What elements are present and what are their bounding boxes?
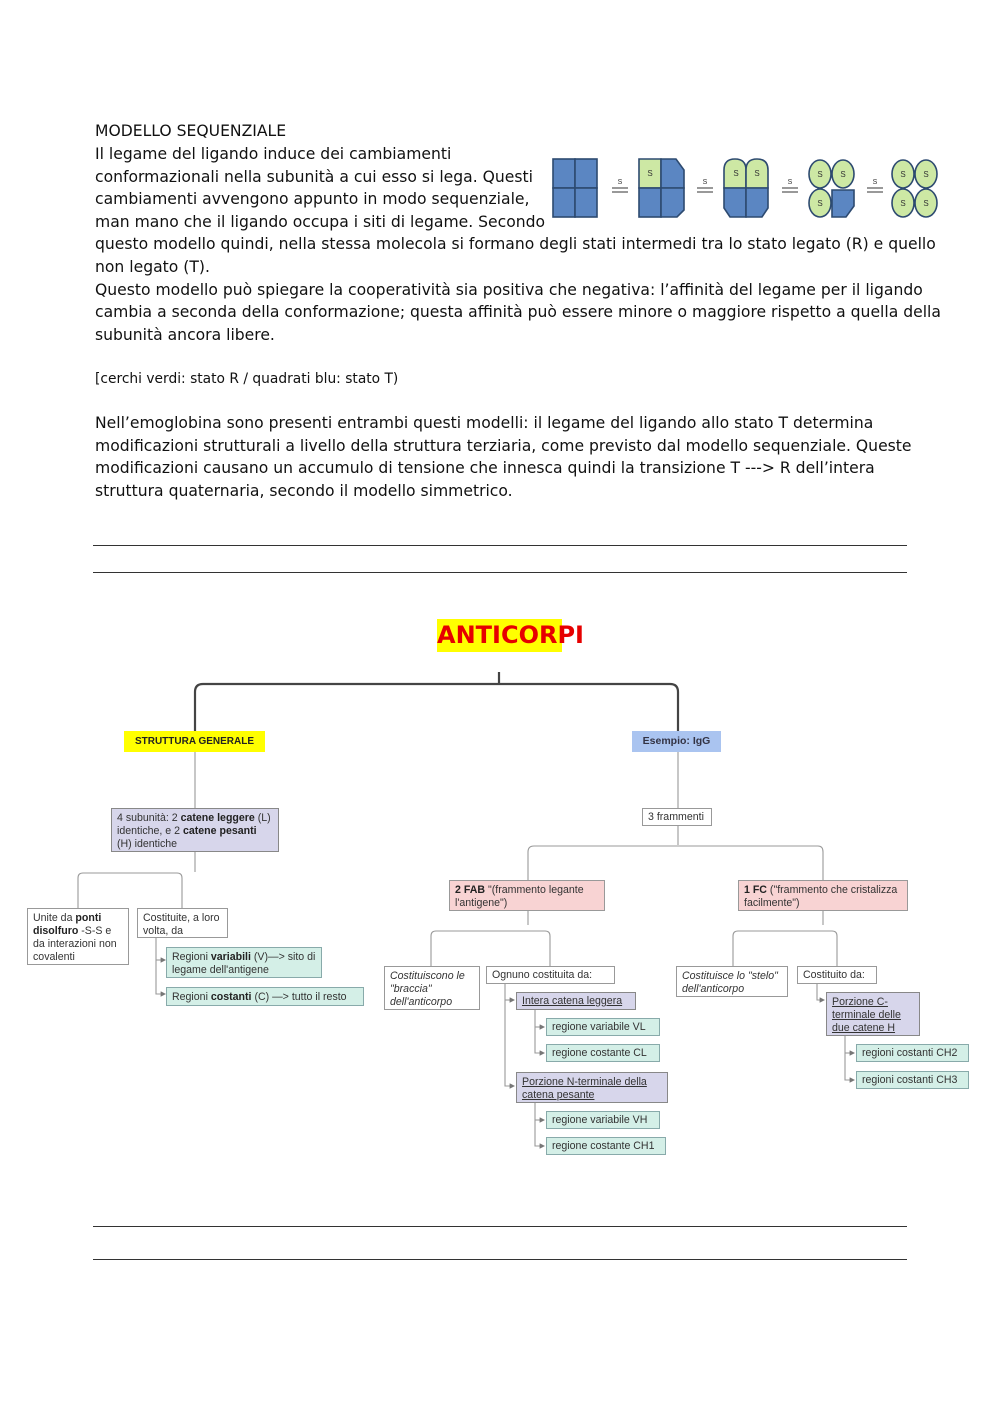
node-text: (H) identiche	[117, 838, 177, 850]
node-text-bold: costanti	[211, 991, 252, 1003]
node-vh: regione variabile VH	[546, 1111, 660, 1129]
node-subunita: 4 subunità: 2 catene leggere (L) identic…	[111, 808, 279, 852]
node-intera-catena-leggera: Intera catena leggera	[516, 992, 636, 1010]
node-cl: regione costante CL	[546, 1044, 660, 1062]
node-text-bold: 2 FAB	[455, 884, 485, 896]
node-vl: regione variabile VL	[546, 1018, 660, 1036]
node-text: (C) —> tutto il resto	[252, 991, 347, 1003]
node-ch2: regioni costanti CH2	[856, 1044, 969, 1062]
node-stelo: Costituisce lo "stelo" dell'anticorpo	[676, 966, 788, 997]
node-braccia: Costituiscono le "braccia" dell'anticorp…	[384, 966, 480, 1010]
node-fc: 1 FC ("frammento che cristalizza facilme…	[738, 880, 908, 911]
node-esempio-igg: Esempio: IgG	[632, 731, 721, 752]
node-regioni-variabili: Regioni variabili (V)—> sito di legame d…	[166, 947, 322, 978]
node-fab: 2 FAB "(frammento legante l'antigene")	[449, 880, 605, 911]
node-ch1: regione costante CH1	[546, 1137, 666, 1155]
map-title: ANTICORPI	[437, 619, 562, 652]
node-text: 4 subunità: 2	[117, 812, 181, 824]
node-text: Regioni	[172, 991, 211, 1003]
node-ch3: regioni costanti CH3	[856, 1071, 969, 1089]
node-regioni-costanti: Regioni costanti (C) —> tutto il resto	[166, 987, 364, 1006]
node-text-bold: 1 FC	[744, 884, 767, 896]
node-3-frammenti: 3 frammenti	[642, 808, 712, 826]
node-ognuno-costituita: Ognuno costituita da:	[486, 966, 615, 984]
node-unite-da: Unite da ponti disolfuro -S-S e da inter…	[27, 908, 129, 965]
node-costituito-da: Costituito da:	[797, 966, 877, 984]
node-text: ("frammento che cristalizza facilmente")	[744, 884, 897, 909]
node-porzione-c-terminale: Porzione C-terminale delle due catene H	[826, 992, 920, 1036]
node-text: Unite da	[33, 912, 75, 924]
node-struttura-generale: STRUTTURA GENERALE	[124, 731, 265, 752]
node-text: Regioni	[172, 951, 211, 963]
node-text-bold: catene pesanti	[183, 825, 257, 837]
node-costituite: Costituite, a loro volta, da	[137, 908, 228, 938]
node-text-bold: variabili	[211, 951, 251, 963]
node-porzione-n-terminale: Porzione N-terminale della catena pesant…	[516, 1072, 668, 1103]
node-text-bold: catene leggere	[181, 812, 255, 824]
